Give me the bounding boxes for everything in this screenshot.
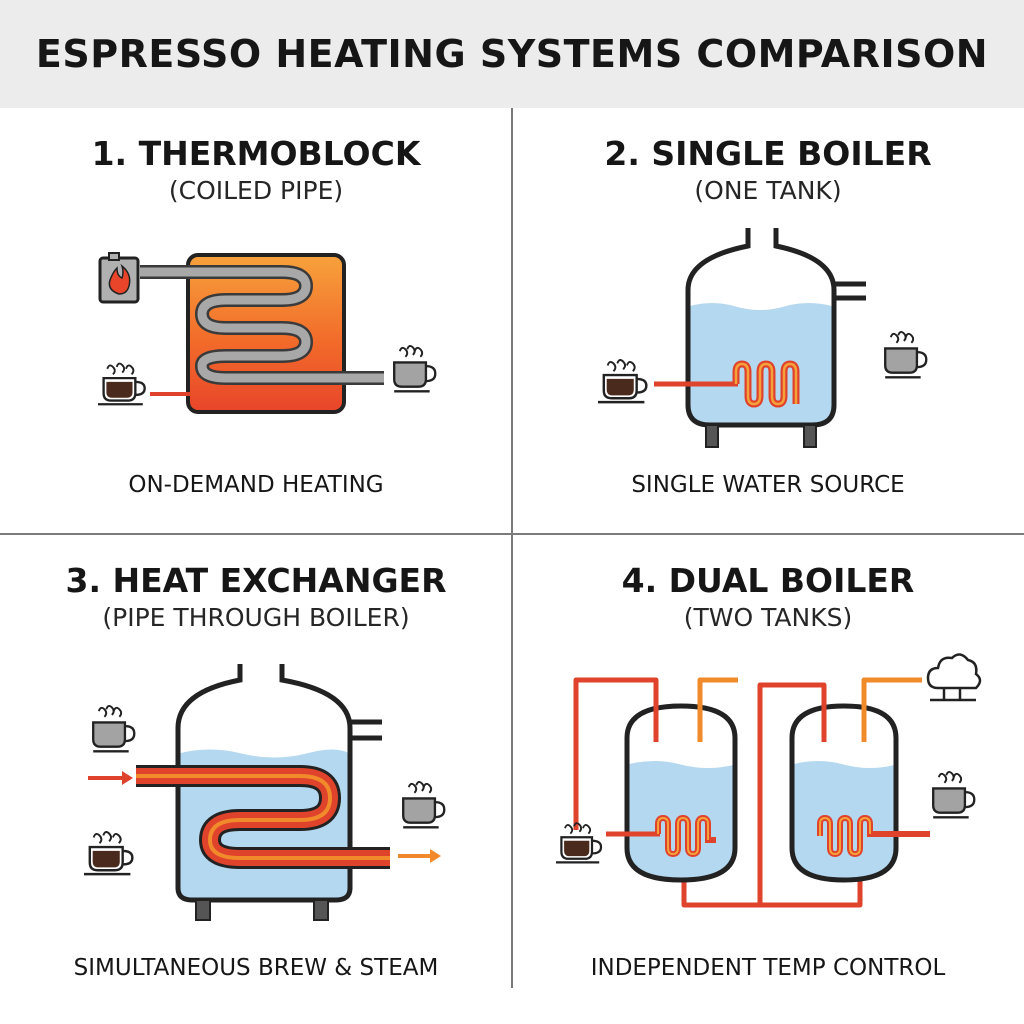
panel-subtitle: (ONE TANK)	[694, 176, 842, 205]
header-bar: ESPRESSO HEATING SYSTEMS COMPARISON	[0, 0, 1024, 108]
panel-caption: INDEPENDENT TEMP CONTROL	[590, 955, 946, 981]
brew-boiler-tank	[624, 703, 738, 883]
steam-cup-icon	[402, 780, 446, 829]
panel-thermoblock: 1. THERMOBLOCK (COILED PIPE) ON-DEMAND H…	[0, 108, 512, 533]
heat-exchanger-diagram	[84, 664, 446, 921]
espresso-cup-icon	[84, 830, 134, 876]
panel-caption: ON-DEMAND HEATING	[128, 472, 384, 498]
steam-cup-icon	[92, 704, 136, 753]
panel-subtitle: (TWO TANKS)	[683, 603, 853, 632]
panel-title: 4. DUAL BOILER	[621, 561, 915, 600]
panel-title: 2. SINGLE BOILER	[604, 134, 932, 173]
espresso-cup-icon	[598, 358, 648, 404]
steam-cup-icon	[932, 770, 976, 819]
horizontal-divider	[0, 533, 1024, 535]
steam-boiler-tank	[789, 703, 899, 883]
diagram-art	[84, 228, 982, 921]
steam-cloud-icon	[926, 653, 982, 702]
dual-boiler-diagram	[556, 653, 982, 908]
steam-cup-icon	[884, 330, 928, 379]
panel-caption: SIMULTANEOUS BREW & STEAM	[73, 955, 439, 981]
inlet-arrow	[88, 771, 133, 785]
panel-title: 1. THERMOBLOCK	[91, 134, 421, 173]
boiler-tank	[175, 664, 353, 903]
panel-subtitle: (COILED PIPE)	[168, 176, 344, 205]
panel-heat-exchanger: 3. HEAT EXCHANGER (PIPE THROUGH BOILER) …	[0, 535, 512, 981]
panel-title: 3. HEAT EXCHANGER	[65, 561, 447, 600]
panel-dual-boiler: 4. DUAL BOILER (TWO TANKS) INDEPENDENT T…	[512, 535, 1024, 981]
vertical-divider	[511, 108, 513, 988]
panel-caption: SINGLE WATER SOURCE	[631, 472, 905, 498]
panel-single-boiler: 2. SINGLE BOILER (ONE TANK) SINGLE WATER…	[512, 108, 1024, 533]
boiler-tank	[685, 228, 837, 428]
fire-icon	[98, 252, 140, 304]
coiled-pipe	[140, 267, 384, 383]
espresso-cup-icon	[98, 362, 146, 406]
thermoblock-diagram	[98, 252, 437, 414]
single-boiler-diagram	[598, 228, 928, 448]
panel-subtitle: (PIPE THROUGH BOILER)	[102, 603, 410, 632]
steam-cup-icon	[393, 344, 437, 393]
outlet-arrow	[398, 849, 441, 863]
page-title: ESPRESSO HEATING SYSTEMS COMPARISON	[35, 32, 989, 76]
